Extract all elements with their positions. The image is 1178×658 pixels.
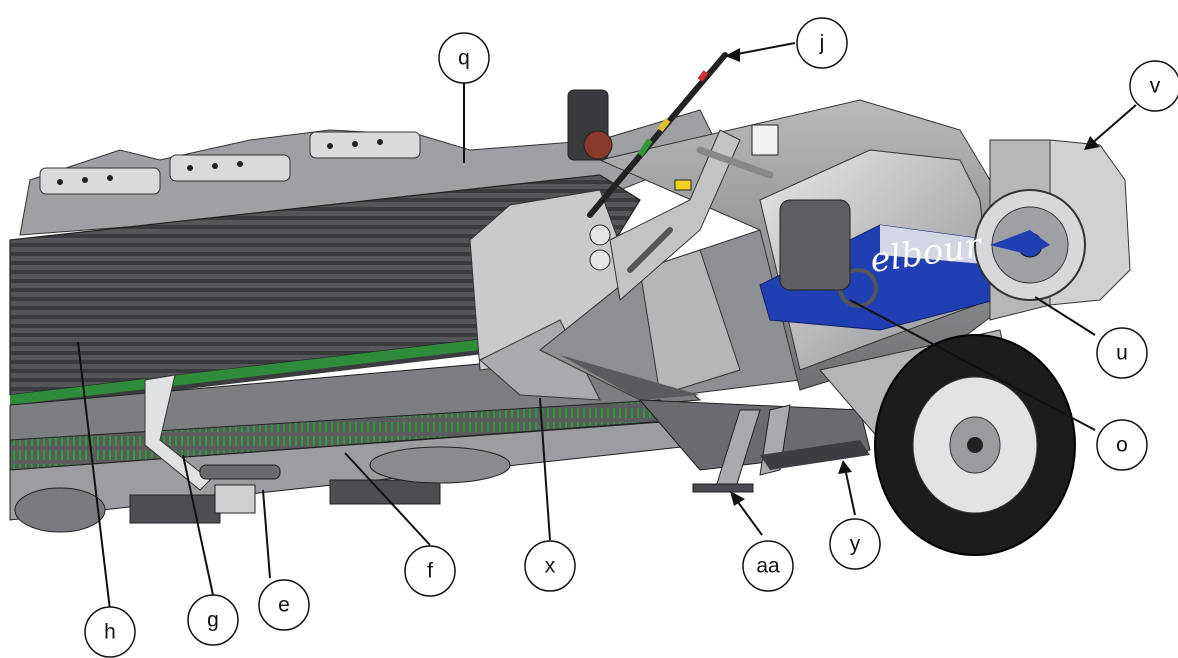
callout-x: x [524, 540, 576, 592]
callout-h: h [84, 606, 136, 658]
callout-y: y [829, 518, 881, 570]
callout-j: j [796, 17, 848, 69]
svg-text:y: y [850, 533, 861, 556]
callout-aa: aa [742, 540, 794, 592]
leader-lines [77, 42, 1137, 611]
callout-v: v [1129, 60, 1178, 112]
callout-o: o [1096, 419, 1148, 471]
callout-f: f [404, 545, 456, 597]
callout-e: e [258, 579, 310, 631]
callout-q: q [438, 32, 490, 84]
svg-text:aa: aa [756, 555, 780, 578]
svg-text:h: h [104, 621, 116, 644]
callout-g: g [187, 594, 239, 646]
svg-text:x: x [545, 555, 556, 578]
svg-text:j: j [819, 32, 825, 55]
callout-u: u [1096, 327, 1148, 379]
svg-text:v: v [1150, 75, 1161, 98]
rear-housing [598, 99, 1131, 391]
svg-text:o: o [1116, 434, 1128, 457]
svg-text:q: q [458, 47, 470, 70]
svg-text:u: u [1116, 342, 1128, 365]
ground-wheel [819, 329, 1076, 556]
svg-text:e: e [278, 594, 290, 617]
support-stand [638, 399, 871, 493]
hitch-linkage [567, 52, 779, 301]
svg-text:f: f [427, 560, 433, 583]
svg-text:g: g [207, 609, 219, 632]
cone-drum [539, 229, 801, 401]
